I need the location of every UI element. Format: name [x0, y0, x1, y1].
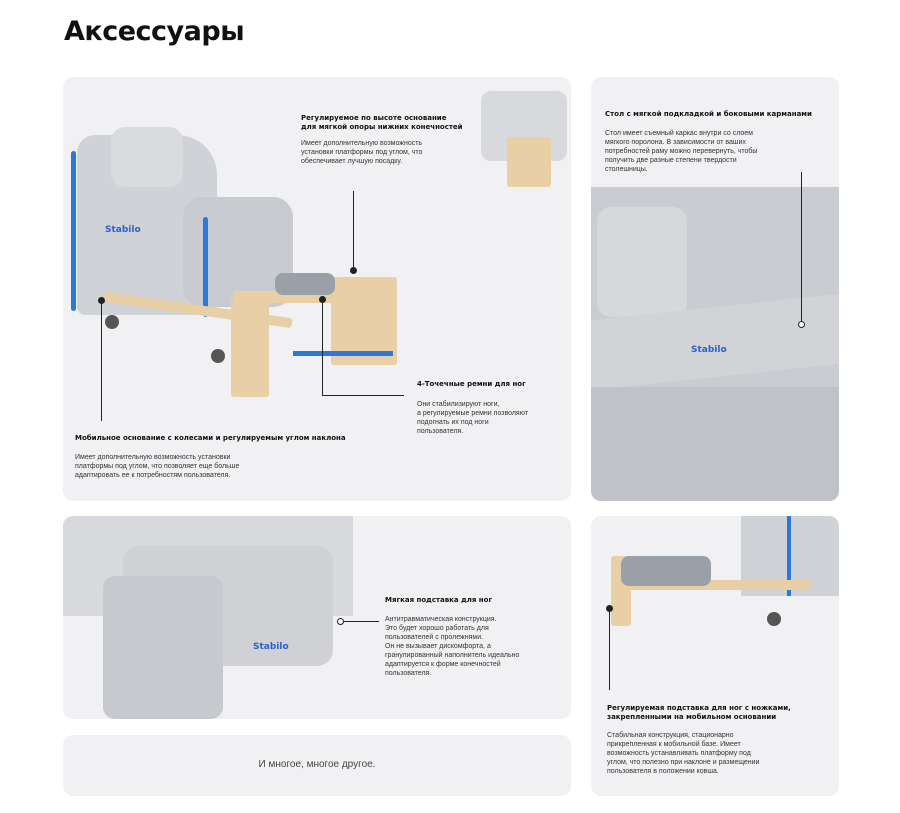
stabilo-logo: Stabilo — [691, 345, 727, 355]
card-table: Стол с мягкой подкладкой и боковыми карм… — [591, 77, 839, 501]
soft-footrest-text-3: пользователей с пролежнями. — [385, 634, 484, 641]
soft-footrest-text-1: Антитравматическая конструкция. — [385, 616, 497, 623]
table-text-3: потребностей раму можно перевернуть, что… — [605, 148, 758, 155]
height-base-text-2: установки платформы под углом, что — [301, 149, 423, 156]
chair-photo: Stabilo — [63, 77, 571, 501]
adjustable-footrest-text-1: Стабильная конструкция, стационарно — [607, 732, 734, 739]
mobile-base-text-2: платформы под углом, что позволяет еще б… — [75, 463, 240, 470]
table-photo: Stabilo — [591, 187, 839, 501]
card-more: И многое, многое другое. — [63, 735, 571, 796]
callout-line — [101, 301, 102, 421]
callout-line — [322, 299, 323, 395]
adjustable-footrest-title-2: закрепленными на мобильном основании — [607, 713, 777, 721]
soft-footrest-text-5: гранулированный наполнитель идеально — [385, 652, 520, 659]
straps-text-3: подогнать их под ноги — [417, 419, 489, 426]
stabilo-logo: Stabilo — [253, 642, 289, 652]
mobile-base-title: Мобильное основание с колесами и регулир… — [75, 434, 346, 442]
soft-footrest-text-4: Он не вызывает дискомфорта, а — [385, 643, 491, 650]
adjustable-footrest-text-5: пользователя в положении ковша. — [607, 768, 719, 775]
table-title: Стол с мягкой подкладкой и боковыми карм… — [605, 110, 812, 118]
callout-line — [801, 172, 802, 322]
height-base-text-3: обеспечивает лучшую посадку. — [301, 158, 403, 165]
table-text-1: Стол имеет съемный каркас внутри со слое… — [605, 130, 753, 137]
table-text-2: мягкого поролона. В зависимости от ваших — [605, 139, 746, 146]
height-base-title-2: для мягкой опоры нижних конечностей — [301, 123, 463, 131]
straps-text-4: пользователя. — [417, 428, 464, 435]
soft-footrest-text-2: Это будет хорошо работать для — [385, 625, 489, 632]
table-text-5: столешницы. — [605, 166, 648, 173]
height-base-text-1: Имеет дополнительную возможность — [301, 140, 423, 147]
callout-line — [322, 395, 404, 396]
mobile-base-text-3: адаптировать ее к потребностям пользоват… — [75, 472, 231, 479]
soft-footrest-title: Мягкая подставка для ног — [385, 596, 493, 604]
callout-line — [353, 191, 354, 273]
adjustable-footrest-text-3: возможность устанавливать платформу под — [607, 750, 751, 757]
callout-dot — [350, 267, 357, 274]
adjustable-footrest-text-4: углом, что полезно при наклоне и размеще… — [607, 759, 760, 766]
footrest-photo: Stabilo — [63, 516, 353, 719]
straps-title: 4-Точечные ремни для ног — [417, 380, 526, 388]
callout-dot — [337, 618, 344, 625]
card-mobile-base: Stabilo Регулируемое по высоте основание… — [63, 77, 571, 501]
callout-dot — [98, 297, 105, 304]
card-soft-footrest: Stabilo Мягкая подставка для ног Антитра… — [63, 516, 571, 719]
adjustable-footrest-photo — [591, 516, 839, 636]
straps-text-1: Они стабилизируют ноги, — [417, 401, 500, 408]
more-text: И многое, многое другое. — [258, 759, 376, 770]
height-base-title-1: Регулируемое по высоте основание — [301, 114, 447, 122]
adjustable-footrest-title-1: Регулируемая подставка для ног с ножками… — [607, 704, 791, 712]
callout-dot — [798, 321, 805, 328]
soft-footrest-text-7: пользователя. — [385, 670, 432, 677]
soft-footrest-text-6: адаптируется к форме конечностей — [385, 661, 501, 668]
table-text-4: получить две разные степени твердости — [605, 157, 737, 164]
straps-text-2: а регулируемые ремни позволяют — [417, 410, 529, 417]
callout-line — [609, 608, 610, 690]
card-adjustable-footrest: Регулируемая подставка для ног с ножками… — [591, 516, 839, 796]
adjustable-footrest-text-2: прикрепленная к мобильной базе. Имеет — [607, 741, 741, 748]
page-title: Аксессуары — [64, 16, 245, 47]
callout-line — [341, 621, 379, 622]
mobile-base-text-1: Имеет дополнительную возможность установ… — [75, 454, 231, 461]
stabilo-logo: Stabilo — [105, 225, 141, 235]
